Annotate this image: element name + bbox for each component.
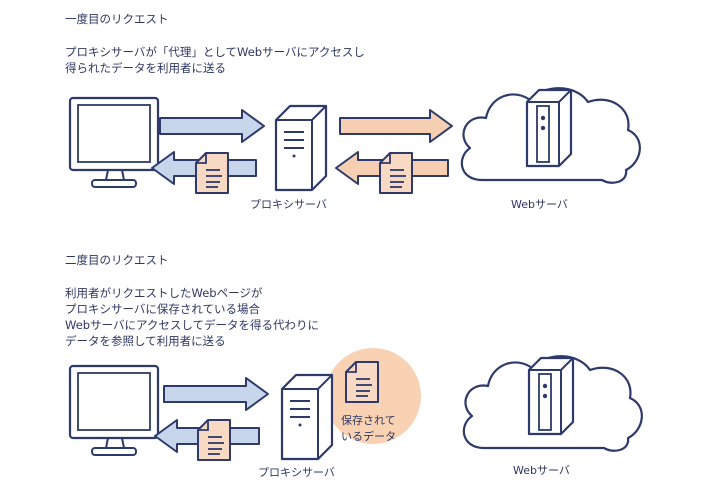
client-monitor-2 (68, 364, 160, 457)
cached-data-label-line2: いるデータ (341, 430, 396, 443)
proxy-server-icon-2 (280, 373, 334, 461)
document-icon (195, 152, 229, 194)
proxy-server-label-1: プロキシサーバ (250, 198, 327, 211)
web-server-label-2: Webサーバ (513, 464, 570, 477)
document-icon (379, 152, 413, 194)
cached-data-label-line1: 保存されて (341, 414, 396, 427)
document-icon (197, 419, 231, 461)
cached-document-icon (345, 361, 379, 403)
client-monitor-1 (68, 96, 160, 189)
web-server-label-1: Webサーバ (511, 198, 568, 211)
section2-heading: 二度目のリクエスト (65, 253, 169, 267)
web-server-icon-1 (525, 88, 573, 168)
section2-desc-line1: 利用者がリクエストしたWebページが (65, 286, 263, 300)
request-arrow-to-proxy-1 (159, 109, 265, 143)
proxy-server-icon-1 (274, 104, 328, 192)
request-arrow-to-proxy-2 (163, 377, 269, 411)
web-server-icon-2 (527, 356, 575, 436)
section2-desc-line2: プロキシサーバに保存されている場合 (65, 302, 261, 316)
section1-heading: 一度目のリクエスト (65, 12, 169, 26)
section1-desc-line1: プロキシサーバが「代理」としてWebサーバにアクセスし (65, 45, 365, 59)
section2-desc-line4: データを参照して利用者に送る (65, 334, 226, 348)
proxy-server-label-2: プロキシサーバ (258, 466, 335, 479)
section1-desc-line2: 得られたデータを利用者に送る (65, 61, 226, 75)
request-arrow-to-web-1 (339, 109, 453, 143)
section2-desc-line3: Webサーバにアクセスしてデータを得る代わりに (65, 318, 320, 332)
